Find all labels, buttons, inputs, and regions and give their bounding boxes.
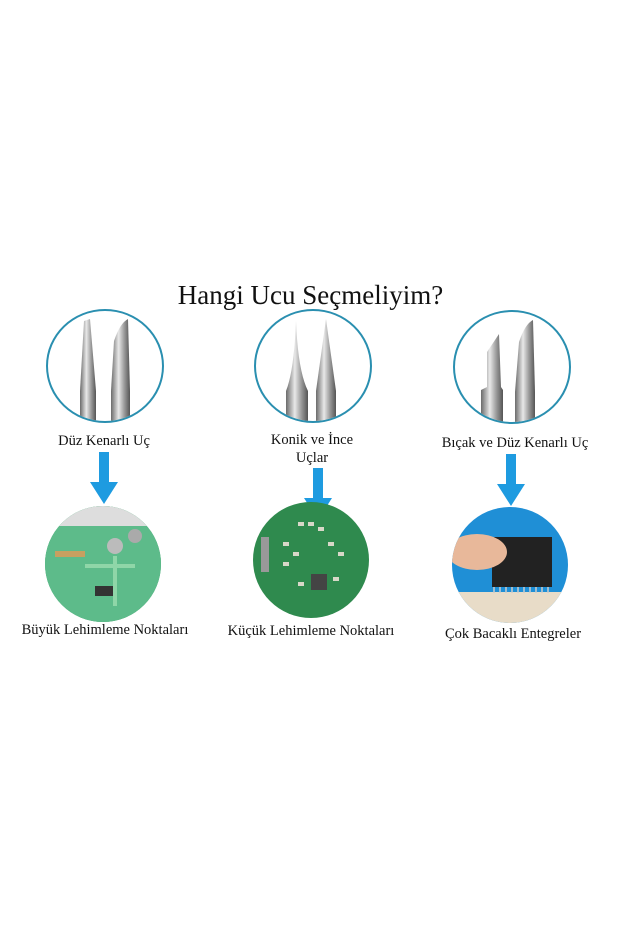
- arrow-down-icon: [497, 454, 525, 506]
- use-label-small: Küçük Lehimleme Noktaları: [227, 623, 395, 639]
- arrow-down-icon: [90, 452, 118, 504]
- page-title: Hangi Ucu Seçmeliyim?: [177, 280, 444, 310]
- knife-tip-icon: [453, 310, 571, 424]
- tip-label-line2: Uçlar: [295, 450, 329, 466]
- conical-tip-icon: [254, 309, 372, 423]
- tip-label-flat: Düz Kenarlı Uç: [58, 433, 150, 449]
- flat-tip-icon: [46, 309, 164, 423]
- use-label-ic: Çok Bacaklı Entegreler: [444, 626, 582, 642]
- tip-label-knife: Bıçak ve Düz Kenarlı Uç: [441, 435, 589, 451]
- tip-label-line1: Konik ve İnce: [270, 432, 354, 448]
- use-label-large: Büyük Lehimleme Noktaları: [21, 622, 189, 638]
- small-solder-points-photo: [253, 502, 369, 618]
- multi-pin-ic-photo: [452, 507, 568, 623]
- tip-label-conical: Konik ve İnce Uçlar: [212, 431, 412, 467]
- large-solder-points-photo: [45, 506, 161, 622]
